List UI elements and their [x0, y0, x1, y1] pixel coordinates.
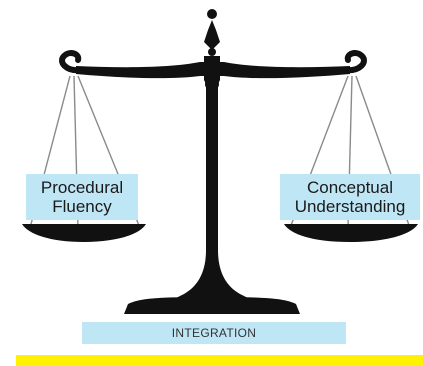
beam-scroll-left [59, 50, 85, 74]
right-pan [284, 224, 418, 242]
scale-base [124, 297, 300, 314]
beam-scroll-right [341, 50, 367, 74]
scale-pillar [172, 56, 252, 300]
left-pan [22, 224, 146, 242]
conceptual-understanding-label: Conceptual Understanding [280, 174, 420, 220]
pillar-knob [205, 77, 219, 91]
integration-label: INTEGRATION [82, 322, 346, 344]
scale-finial [204, 9, 220, 56]
procedural-fluency-label: Procedural Fluency [26, 174, 138, 220]
yellow-highlight-bar [16, 355, 423, 366]
